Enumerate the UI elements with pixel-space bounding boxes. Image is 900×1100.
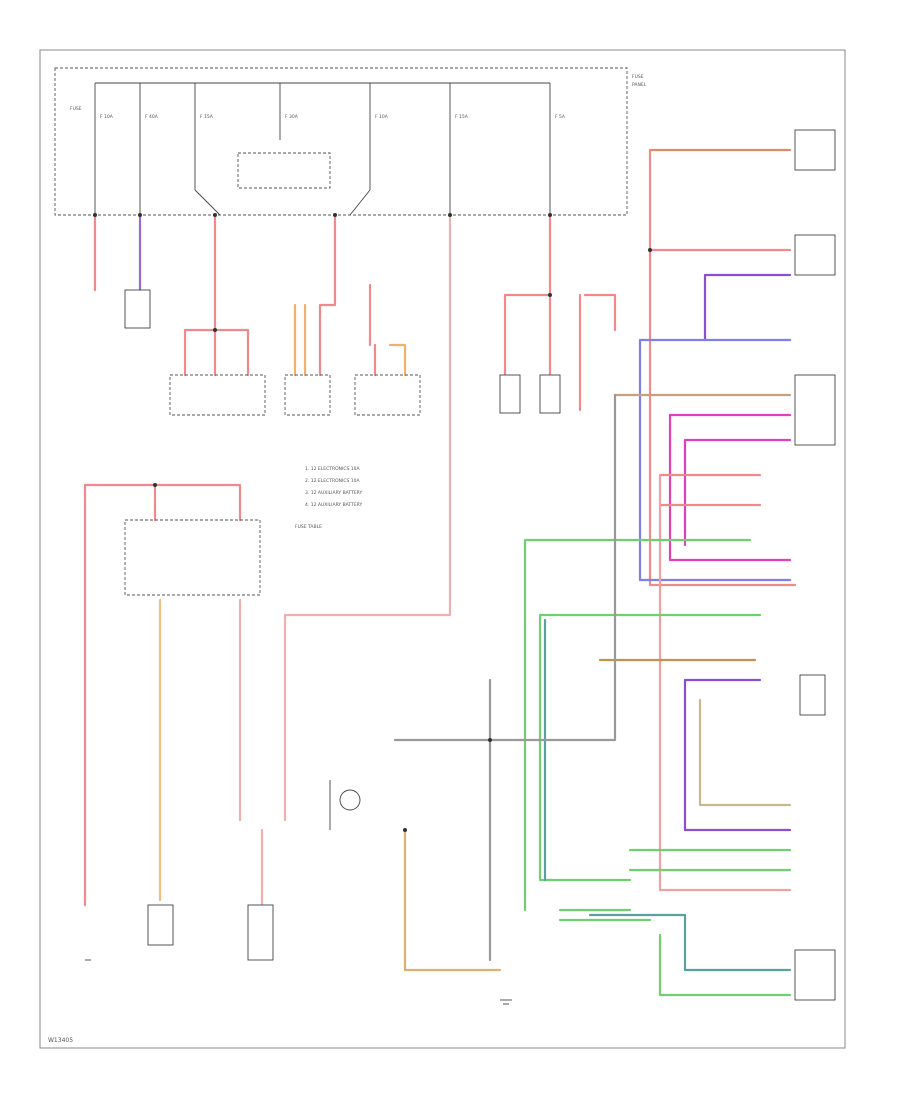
svg-text:F 15A: F 15A bbox=[455, 114, 469, 120]
legend-item-2: 3. 12 AUXILIARY BATTERY bbox=[305, 490, 363, 496]
component-box bbox=[539, 374, 561, 414]
svg-text:FUSE: FUSE bbox=[632, 74, 644, 80]
component-box bbox=[794, 374, 836, 446]
component-box bbox=[794, 949, 836, 1001]
fuse-box-relay bbox=[237, 152, 331, 189]
svg-text:F 30A: F 30A bbox=[285, 114, 299, 120]
component-box bbox=[794, 129, 836, 171]
svg-text:F 10A: F 10A bbox=[100, 114, 114, 120]
ground-symbol bbox=[85, 959, 512, 1005]
component-box bbox=[354, 374, 421, 416]
outer-frame bbox=[39, 49, 846, 1049]
fuse-box-outline bbox=[54, 67, 628, 216]
svg-text:FUSE: FUSE bbox=[70, 106, 82, 112]
fuse-box: FUSE F 10A F 40A F 15A F 30A F 10A F 15A F 5… bbox=[54, 67, 647, 216]
svg-text:F 15A: F 15A bbox=[200, 114, 214, 120]
component-box bbox=[247, 904, 274, 961]
component-box bbox=[169, 374, 266, 416]
svg-text:F 40A: F 40A bbox=[145, 114, 159, 120]
component-box bbox=[147, 904, 174, 946]
component-box bbox=[124, 289, 151, 329]
svg-text:F 10A: F 10A bbox=[375, 114, 389, 120]
component-box bbox=[794, 234, 836, 276]
wires bbox=[83, 148, 797, 997]
legend: 1. 12 ELECTRONICS 10A 2. 12 ELECTRONICS … bbox=[295, 466, 363, 530]
components bbox=[124, 129, 836, 1001]
junction-nodes bbox=[93, 213, 652, 832]
legend-item-1: 2. 12 ELECTRONICS 10A bbox=[305, 478, 360, 484]
svg-text:F 5A: F 5A bbox=[555, 114, 566, 120]
legend-item-3: 4. 12 AUXILIARY BATTERY bbox=[305, 502, 363, 508]
legend-title: FUSE TABLE bbox=[295, 524, 322, 530]
component-box bbox=[799, 674, 826, 716]
component-box bbox=[499, 374, 521, 414]
diagram-id: W13405 bbox=[48, 1037, 73, 1044]
svg-text:PANEL: PANEL bbox=[632, 82, 647, 88]
component-box bbox=[124, 519, 261, 596]
component-bulb bbox=[339, 789, 361, 811]
legend-item-0: 1. 12 ELECTRONICS 10A bbox=[305, 466, 360, 472]
component-box bbox=[284, 374, 331, 416]
